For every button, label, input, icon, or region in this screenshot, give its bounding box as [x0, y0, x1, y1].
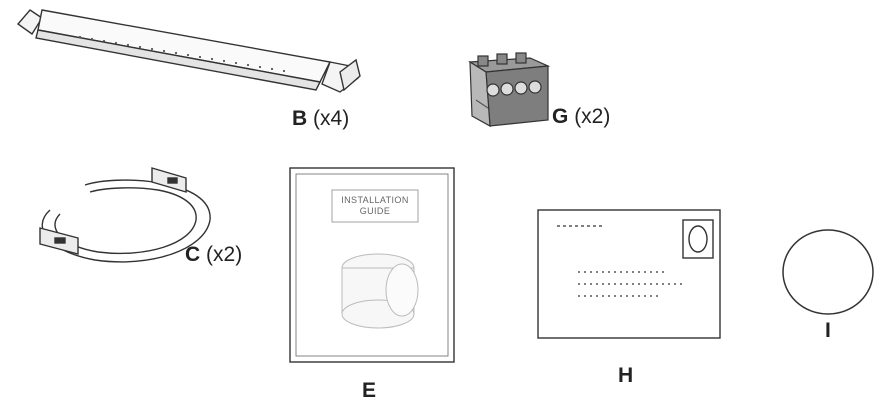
- mounting-rail-icon: [16, 9, 361, 93]
- part-label-b: B (x4): [292, 107, 350, 130]
- guide-cover-title: INSTALLATION GUIDE: [341, 195, 409, 217]
- mounting-ring-icon: [39, 167, 211, 263]
- template-card-icon: [537, 209, 721, 339]
- part-label-i: I: [825, 319, 831, 342]
- part-label-e: E: [362, 379, 377, 402]
- part-label-c: C (x2): [185, 243, 243, 266]
- part-label-g: G (x2): [552, 105, 611, 128]
- installation-guide-icon: [289, 167, 455, 363]
- part-label-h: H: [618, 364, 634, 387]
- terminal-connector-icon: [468, 52, 551, 128]
- round-cover-icon: [782, 229, 874, 315]
